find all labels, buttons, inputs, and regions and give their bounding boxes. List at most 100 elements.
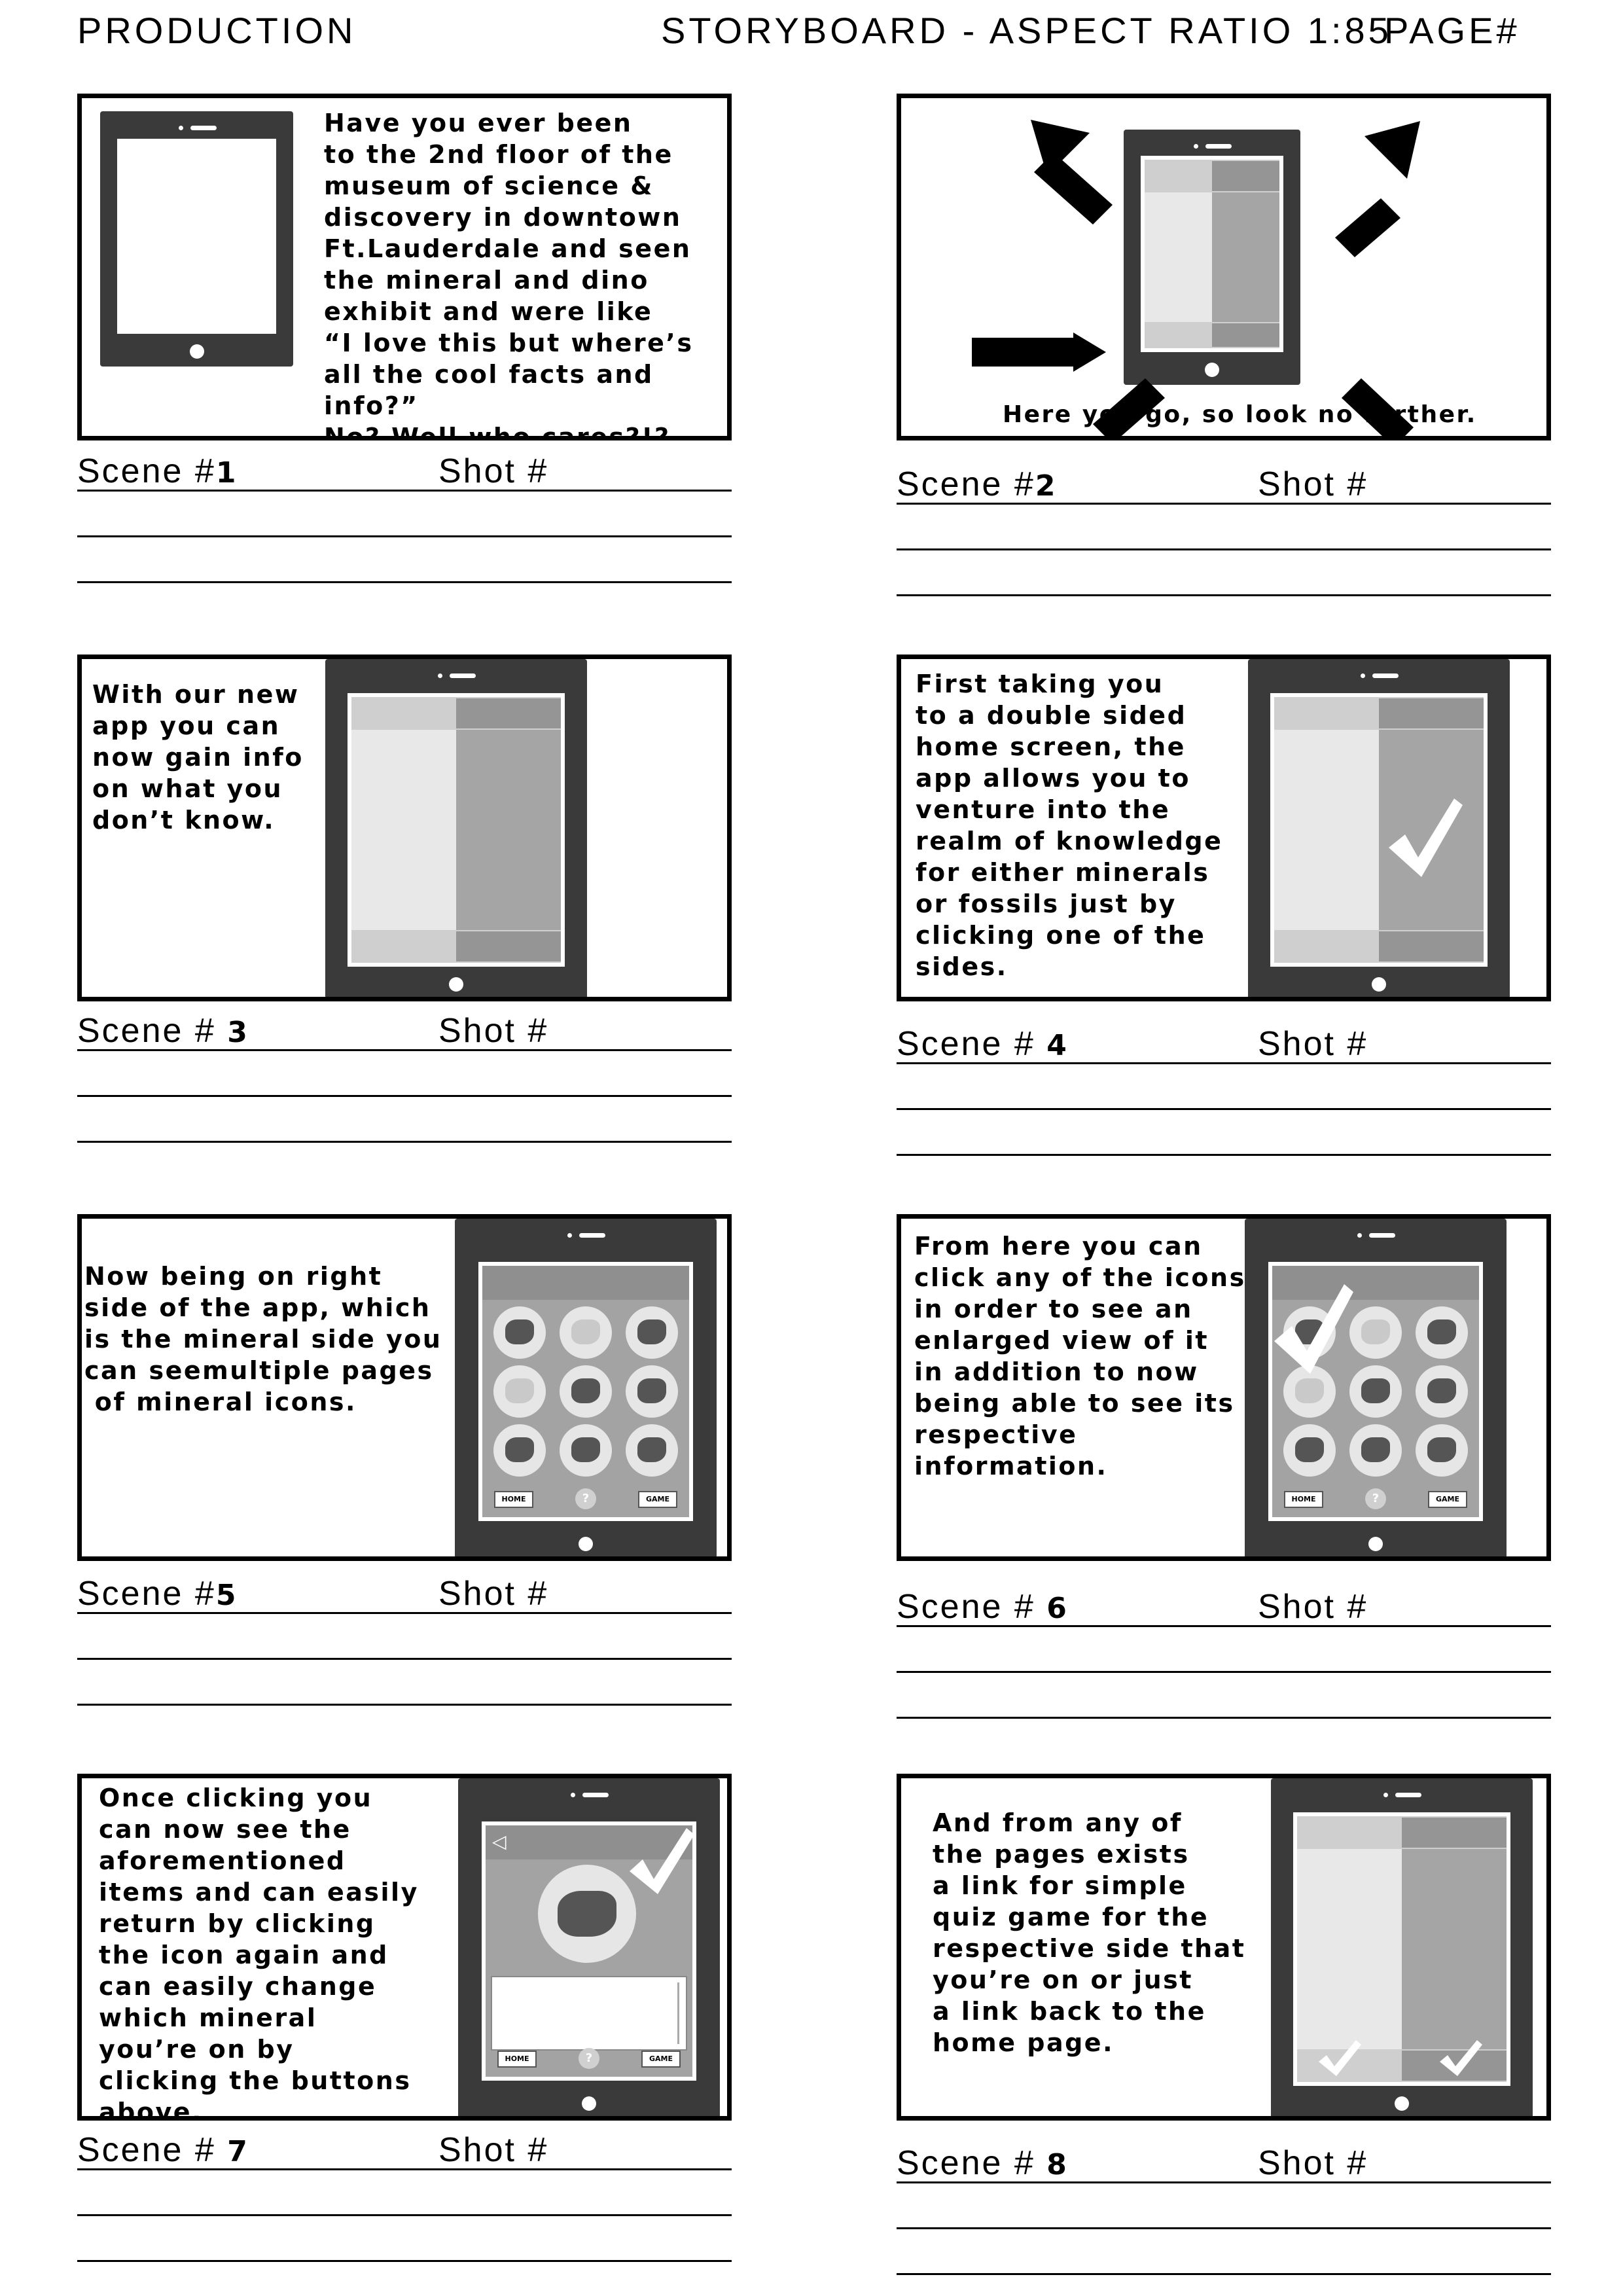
mineral-icon	[493, 1365, 546, 1418]
form-line	[77, 1141, 732, 1143]
shot-label-1: Shot #	[438, 452, 548, 491]
mineral-icon	[1416, 1424, 1468, 1477]
mineral-grid-screen: HOME ? GAME	[478, 1262, 693, 1521]
mineral-icon	[626, 1306, 678, 1359]
form-line	[897, 1062, 1551, 1064]
home-button: HOME	[494, 1491, 533, 1508]
form-line	[77, 1049, 732, 1051]
shot-label-2: Shot #	[1258, 465, 1368, 504]
tablet-illustration: HOME ? GAME	[455, 1219, 717, 1559]
scene-number: 1	[216, 456, 238, 490]
form-line	[897, 1717, 1551, 1719]
form-line	[897, 503, 1551, 505]
tablet-home-button	[1395, 2096, 1409, 2111]
scene-label-4: Scene # 4	[897, 1024, 1069, 1064]
mineral-icon	[560, 1424, 612, 1477]
scene-label-3: Scene # 3	[77, 1011, 249, 1050]
tablet-home-button	[579, 1537, 593, 1551]
storyboard-panel-8: And from any of the pages exists a link …	[897, 1774, 1551, 2121]
mineral-grid-screen: HOME ? GAME	[1268, 1262, 1483, 1521]
tablet-illustration	[100, 111, 293, 367]
scene-label: Scene #	[897, 465, 1035, 503]
tablet-blank-screen	[117, 139, 276, 334]
storyboard-panel-6: From here you can click any of the icons…	[897, 1214, 1551, 1561]
fossils-side	[456, 693, 565, 967]
mineral-icon	[1416, 1365, 1468, 1418]
help-icon: ?	[575, 1488, 596, 1509]
info-text-box	[491, 1976, 687, 2051]
tablet-home-button	[582, 2096, 596, 2111]
scene-number: 4	[1046, 1029, 1069, 1062]
mineral-icon	[626, 1365, 678, 1418]
scene-label: Scene #	[897, 2144, 1035, 2182]
mineral-icon	[560, 1365, 612, 1418]
scene-number: 6	[1046, 1592, 1069, 1625]
scene-number: 2	[1035, 469, 1058, 503]
storyboard-panel-2: Here you go, so look no further.	[897, 94, 1551, 440]
scene-label: Scene #	[77, 1012, 216, 1050]
header-page-number: PAGE#	[1384, 9, 1520, 52]
shot-label-8: Shot #	[1258, 2144, 1368, 2183]
enlarged-mineral-icon	[538, 1865, 636, 1963]
form-line	[77, 1095, 732, 1097]
arrow-icon	[1364, 121, 1420, 179]
panel-description: Have you ever been to the 2nd floor of t…	[324, 107, 693, 440]
checkmark-icon	[626, 1825, 698, 1897]
shot-label-3: Shot #	[438, 1011, 548, 1050]
panel-description: Once clicking you can now see the aforem…	[99, 1782, 419, 2121]
panel-description: Here you go, so look no further.	[1003, 399, 1477, 431]
fossils-side	[1379, 693, 1488, 967]
form-line	[897, 1154, 1551, 1156]
form-line	[77, 535, 732, 537]
form-line	[897, 2181, 1551, 2183]
panel-description: Now being on right side of the app, whic…	[84, 1261, 442, 1418]
mineral-icon	[493, 1424, 546, 1477]
form-line	[77, 2214, 732, 2216]
tablet-illustration	[1248, 659, 1510, 999]
mineral-icon	[1349, 1365, 1402, 1418]
help-icon: ?	[579, 2048, 599, 2069]
scene-label-7: Scene # 7	[77, 2130, 249, 2170]
form-line	[77, 490, 732, 492]
mineral-icon	[1283, 1424, 1336, 1477]
mineral-icon	[1416, 1306, 1468, 1359]
form-line	[77, 2260, 732, 2262]
mineral-icon	[1349, 1424, 1402, 1477]
scene-label-2: Scene #2	[897, 465, 1057, 504]
shot-label-5: Shot #	[438, 1574, 548, 1613]
arrows-illustration	[897, 94, 1551, 440]
form-line	[897, 594, 1551, 596]
scene-label-6: Scene # 6	[897, 1587, 1069, 1626]
checkmark-icon	[1317, 2039, 1363, 2078]
scene-label: Scene #	[77, 2131, 216, 2169]
scene-label-1: Scene #1	[77, 452, 238, 491]
back-arrow-icon: ◁	[492, 1831, 507, 1852]
scene-label-5: Scene #5	[77, 1574, 238, 1613]
home-button: HOME	[1284, 1491, 1323, 1508]
form-line	[77, 581, 732, 583]
tablet-home-button	[1372, 977, 1386, 992]
form-line	[897, 2273, 1551, 2275]
minerals-side	[1293, 1812, 1402, 2086]
arrow-icon	[1335, 198, 1400, 257]
help-icon: ?	[1365, 1488, 1386, 1509]
scene-number: 8	[1046, 2148, 1069, 2181]
scene-number: 7	[227, 2135, 249, 2168]
mineral-icon	[560, 1306, 612, 1359]
checkmark-icon	[1385, 795, 1464, 880]
fossils-side	[1402, 1812, 1510, 2086]
mineral-icon	[626, 1424, 678, 1477]
shot-label-6: Shot #	[1258, 1587, 1368, 1626]
tablet-illustration	[1271, 1778, 1533, 2119]
checkmark-icon	[1271, 1279, 1356, 1377]
storyboard-panel-5: Now being on right side of the app, whic…	[77, 1214, 732, 1561]
form-line	[77, 1704, 732, 1706]
tablet-home-button	[449, 977, 463, 992]
scene-label: Scene #	[77, 452, 216, 490]
shot-label-7: Shot #	[438, 2130, 548, 2170]
scene-label: Scene #	[897, 1588, 1035, 1626]
panel-description: With our new app you can now gain info o…	[92, 679, 304, 836]
storyboard-panel-3: With our new app you can now gain info o…	[77, 655, 732, 1001]
mineral-icon	[1349, 1306, 1402, 1359]
home-button: HOME	[497, 2051, 537, 2068]
